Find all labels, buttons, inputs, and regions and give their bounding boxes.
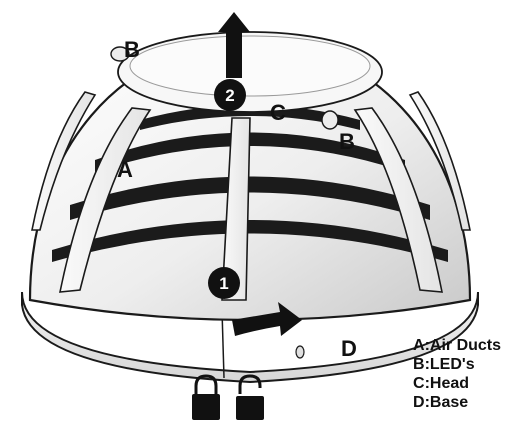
legend-key: C [413,375,425,392]
legend-text: Base [429,394,469,411]
legend-text: LED's [429,356,475,373]
dome-ribs [31,91,471,301]
led-right [321,110,339,130]
step-1-label: 1 [219,274,228,293]
callout-b-left: B [124,37,140,62]
padlock-closed-icon [192,374,220,420]
callout-d: D [341,336,357,361]
legend: A:Air Ducts B:LED's C:Head D:Base [413,336,525,412]
legend-separator: : [424,394,430,411]
legend-key: A [413,337,425,354]
detector-head [28,31,472,322]
legend-item-leds: B:LED's [413,355,525,374]
callout-a: A [117,157,133,182]
detector-base [21,291,479,384]
callout-c: C [270,100,286,125]
legend-item-head: C:Head [413,374,525,393]
led-left [110,46,130,62]
legend-separator: : [424,356,430,373]
legend-text: Air Ducts [429,337,502,354]
legend-separator: : [424,337,430,354]
legend-separator: : [424,375,430,392]
padlock-open-icon [236,374,264,420]
curved-arrow-right-icon [232,302,302,336]
legend-item-air-ducts: A:Air Ducts [413,336,525,355]
callout-b-right: B [339,129,355,154]
legend-key: D [413,394,425,411]
arrow-up-icon [218,12,250,78]
step-1-marker: 1 [208,267,240,299]
legend-text: Head [429,375,470,392]
air-ducts [52,105,448,262]
legend-key: B [413,356,425,373]
step-2-marker: 2 [214,79,246,111]
legend-item-base: D:Base [413,393,525,412]
step-2-label: 2 [225,86,234,105]
